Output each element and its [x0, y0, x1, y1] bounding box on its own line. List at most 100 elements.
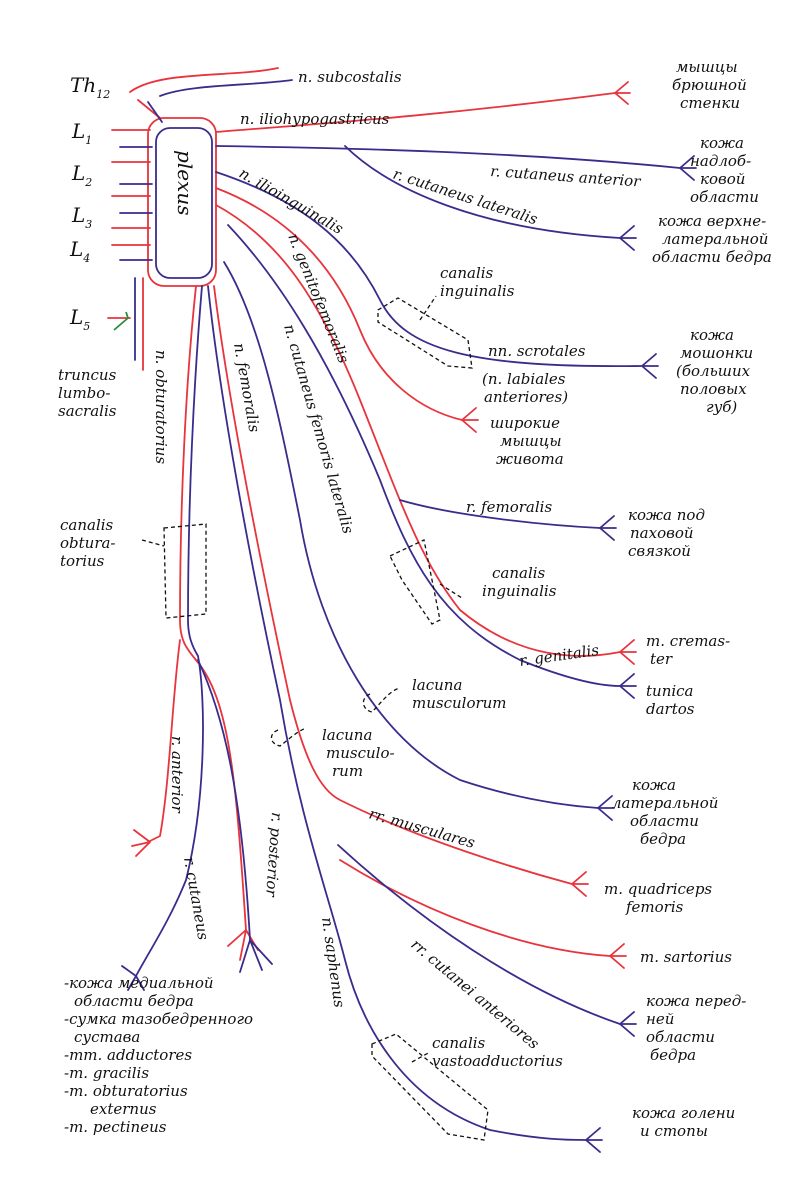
canalis-inguinalis-upper-leader	[419, 295, 437, 321]
ilioinguinalis-red	[215, 187, 463, 421]
canalis-inguinalis-lower-label-1: canalis	[492, 564, 546, 582]
r-femoralis-label: r. femoralis	[466, 498, 552, 516]
target-quadriceps-2: femoris	[625, 898, 684, 916]
subcostalis-red	[129, 67, 279, 93]
target-suprapubic-1: кожа	[700, 134, 744, 152]
target-abdominal-wall-2: брюшной	[672, 76, 747, 94]
dartos-fork	[619, 673, 637, 699]
cutaneus-anterior-blue	[215, 145, 681, 169]
target-abdominal-wall-1: мышцы	[676, 58, 738, 76]
target-upper-lateral-thigh-1: кожа верхне-	[658, 212, 766, 230]
cutaneus-femoris-lateralis-blue	[223, 261, 599, 809]
target-lateral-thigh-2: латеральной	[612, 794, 718, 812]
target-suprapubic-2: надлоб-	[690, 152, 751, 170]
canalis-inguinalis-upper-label-1: canalis	[440, 264, 494, 282]
r-femoralis-fork	[599, 515, 617, 541]
r-genitalis-label: r. genitalis	[518, 641, 600, 670]
l5-connector	[113, 311, 130, 331]
target-suprapubic-4: области	[690, 188, 759, 206]
plexus-label: plexus	[173, 150, 197, 215]
l4-label: L4	[69, 237, 90, 265]
l2-label: L2	[71, 161, 92, 189]
target-suprapubic-3: ковой	[700, 170, 745, 188]
saphenus-label: n. saphenus	[318, 916, 349, 1009]
target-cremaster-2: ter	[650, 650, 673, 668]
obturator-target-4: сустава	[74, 1028, 140, 1046]
subcostalis-label: n. subcostalis	[298, 68, 402, 86]
lacuna-musculorum-1-label-2: musculorum	[412, 694, 507, 712]
canalis-vastoadductorius-leader	[411, 1051, 431, 1063]
lacuna-musculorum-1-outline	[362, 687, 401, 713]
target-abdominal-wall-3: стенки	[680, 94, 740, 112]
obturator-target-2: области бедра	[74, 992, 194, 1010]
leg-foot-fork	[585, 1127, 603, 1153]
target-scrotum-1: кожа	[690, 326, 734, 344]
genitofemoralis-red	[215, 204, 621, 657]
target-leg-foot-2: и стопы	[640, 1122, 708, 1140]
obturatorius-label: n. obturatorius	[152, 350, 170, 464]
target-below-ligament-1: кожа под	[628, 506, 705, 524]
labiales-label-2: anteriores)	[484, 388, 568, 406]
target-dartos-2: dartos	[646, 700, 695, 718]
lacuna-musculorum-2-label-2: musculo-	[326, 744, 395, 762]
target-scrotum-2: мошонки	[680, 344, 753, 362]
femoralis-red	[213, 285, 573, 885]
root-lines-red	[111, 129, 151, 229]
obturator-target-1: -кожа медиальной	[64, 974, 214, 992]
lacuna-musculorum-1-label-1: lacuna	[412, 676, 462, 694]
broad-muscles-fork	[461, 407, 479, 433]
iliohypogastricus-label: n. iliohypogastricus	[240, 110, 390, 128]
target-upper-lateral-thigh-2: латеральной	[662, 230, 768, 248]
iliohypogastricus-red	[215, 92, 616, 133]
sartorius-fork	[609, 943, 627, 969]
obturator-target-3: -сумка тазобедренного	[64, 1010, 253, 1028]
plexus-outer-box	[147, 117, 217, 287]
canalis-vastoadductorius-label-2: vastoadductorius	[432, 1052, 563, 1070]
th12-label: Th12	[70, 73, 110, 101]
labiales-label-1: (n. labiales	[482, 370, 566, 388]
cutaneus-lateralis-fork	[619, 225, 637, 251]
target-anterior-thigh-2: ней	[646, 1010, 674, 1028]
ilioinguinalis-blue	[215, 171, 643, 368]
obturatorius-red	[179, 285, 247, 931]
quadriceps-fork	[571, 871, 589, 897]
truncus-label-3: sacralis	[58, 402, 117, 420]
lacuna-musculorum-2-outline	[270, 727, 307, 747]
femoralis-saphenus-blue	[207, 285, 587, 1141]
target-quadriceps-1: m. quadriceps	[604, 880, 712, 898]
canalis-obturatorius-label-3: torius	[60, 552, 105, 570]
target-scrotum-3: (больших	[676, 362, 751, 380]
target-cremaster-1: m. cremas-	[646, 632, 730, 650]
r-cutaneus-label: r. cutaneus	[180, 856, 212, 942]
scrotales-label: nn. scrotales	[488, 342, 586, 360]
target-leg-foot-1: кожа голени	[632, 1104, 735, 1122]
canalis-obturatorius-label-1: canalis	[60, 516, 114, 534]
obturator-target-6: -m. gracilis	[64, 1064, 149, 1082]
r-anterior-label: r. anterior	[168, 736, 186, 814]
target-anterior-thigh-4: бедра	[650, 1046, 696, 1064]
target-scrotum-5: губ)	[706, 398, 737, 416]
cutanei-anteriores-blue	[337, 844, 621, 1025]
l3-label: L3	[71, 203, 92, 231]
target-lateral-thigh-4: бедра	[640, 830, 686, 848]
l5-label: L5	[69, 305, 90, 333]
cremaster-fork	[619, 639, 637, 665]
target-lateral-thigh-1: кожа	[632, 776, 676, 794]
cutaneus-anterior-label: r. cutaneus anterior	[490, 162, 642, 191]
truncus-label-2: lumbo-	[58, 384, 110, 402]
scrotales-fork	[641, 353, 659, 379]
r-anterior-red	[147, 639, 181, 843]
cutaneus-anterior-fork	[679, 155, 697, 181]
canalis-vastoadductorius-label-1: canalis	[432, 1034, 486, 1052]
canalis-vastoadductorius-outline	[371, 1033, 489, 1141]
plexus-inner-box	[155, 127, 213, 279]
lateral-thigh-fork	[597, 795, 615, 821]
l1-label: L1	[71, 119, 92, 147]
obturator-target-7: -m. obturatorius	[64, 1082, 188, 1100]
canalis-inguinalis-upper-outline	[377, 297, 473, 369]
target-anterior-thigh-3: области	[646, 1028, 715, 1046]
target-broad-muscles-3: живота	[496, 450, 564, 468]
lacuna-musculorum-2-label-1: lacuna	[322, 726, 372, 744]
